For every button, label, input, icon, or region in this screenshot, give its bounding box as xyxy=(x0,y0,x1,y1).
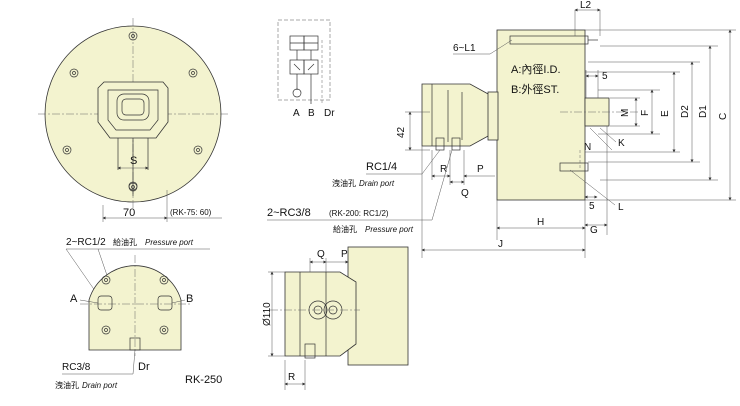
detail-dim-R: R xyxy=(288,372,295,383)
side-dim-F: F xyxy=(640,110,651,116)
rear-drain-en: Drain port xyxy=(82,381,118,390)
rear-drain-label: RC3/8 xyxy=(62,362,91,373)
side-dim-C: C xyxy=(718,113,729,120)
side-view: 6~L1 L2 A:內徑I.D. B:外徑ST. 5 M F E D2 xyxy=(267,0,736,258)
side-dim-K: K xyxy=(618,138,625,149)
side-pressure-note: (RK-200: RC1/2) xyxy=(329,209,389,218)
side-dim-G: G xyxy=(590,225,598,236)
side-dim-R: R xyxy=(440,164,447,175)
detail-valve-body xyxy=(284,271,357,357)
front-note-rk75: (RK-75: 60) xyxy=(170,208,212,217)
rear-drain-cn: 洩油孔 xyxy=(55,380,79,390)
detail-dim-110: Ø110 xyxy=(262,302,273,326)
side-drain-en: Drain port xyxy=(359,179,395,188)
side-legend-B: B:外徑ST. xyxy=(511,83,559,96)
side-dim-H: H xyxy=(537,217,544,228)
side-drain-cn: 洩油孔 xyxy=(332,178,356,188)
side-pressure-cn: 給油孔 xyxy=(333,224,357,234)
rear-pressure-port-cn: 給油孔 xyxy=(113,237,137,247)
front-dim-70: 70 xyxy=(123,207,135,219)
schematic-port-B: B xyxy=(308,108,315,119)
rear-port-B: B xyxy=(186,293,193,305)
side-dim-P: P xyxy=(477,164,484,175)
side-dim-M: M xyxy=(620,109,631,117)
front-valve-block xyxy=(97,81,169,139)
side-dim-D2: D2 xyxy=(680,105,691,118)
side-legend-A: A:內徑I.D. xyxy=(511,63,561,76)
side-dim-D1: D1 xyxy=(698,105,709,118)
rear-view: 2~RC1/2 給油孔 Pressure port A B RC3/8 洩油孔 … xyxy=(55,237,222,390)
side-dim-5-top: 5 xyxy=(602,71,608,82)
schematic-port-A: A xyxy=(293,108,300,119)
front-dim-S: S xyxy=(130,155,137,167)
detail-dim-Q: Q xyxy=(317,249,325,260)
schematic-port-Dr: Dr xyxy=(324,108,335,119)
side-pressure-en: Pressure port xyxy=(365,225,414,234)
rear-port-A: A xyxy=(70,293,78,305)
side-dim-L: L xyxy=(618,202,624,213)
rear-pressure-port-en: Pressure port xyxy=(145,238,194,247)
side-label-L2: L2 xyxy=(580,0,592,11)
front-bolt-holes xyxy=(62,31,203,192)
side-dim-E: E xyxy=(660,110,671,117)
side-main-body xyxy=(496,29,586,201)
detail-view: Q P Ø110 R xyxy=(262,246,409,390)
rear-pressure-port-label: 2~RC1/2 xyxy=(66,237,106,248)
side-dim-Q: Q xyxy=(461,188,469,199)
side-dim-J: J xyxy=(498,239,503,250)
detail-flange xyxy=(347,246,409,366)
side-dim-5-bottom: 5 xyxy=(589,201,595,212)
front-view: S 70 (RK-75: 60) xyxy=(38,18,230,222)
rear-port-Dr: Dr xyxy=(138,361,150,373)
hydraulic-schematic: A B Dr xyxy=(277,19,335,119)
detail-dim-P: P xyxy=(341,249,348,260)
side-pressure-rc: 2~RC3/8 xyxy=(267,207,311,219)
side-drain-rc: RC1/4 xyxy=(366,161,397,173)
side-dim-N: N xyxy=(584,142,591,153)
side-label-6L1: 6~L1 xyxy=(453,43,476,54)
rear-model-label: RK-250 xyxy=(185,374,222,386)
side-dim-42: 42 xyxy=(396,126,407,138)
